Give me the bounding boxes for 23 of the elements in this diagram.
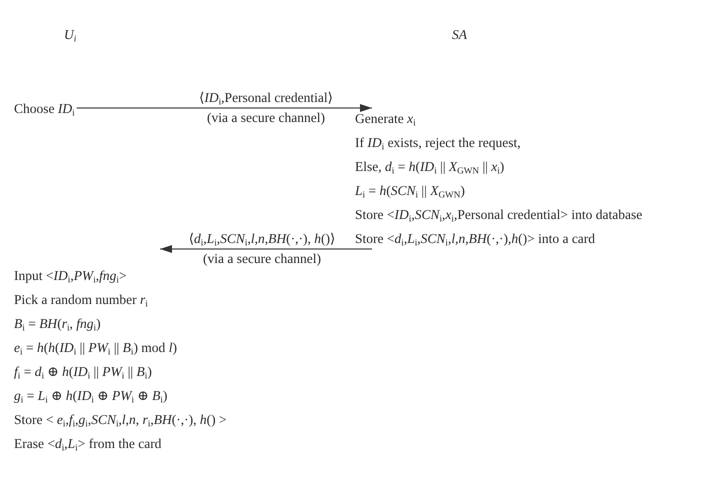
protocol-step: Erase <d$_{i}$,L$_{i}$> from the card — [14, 435, 162, 452]
protocol-step: If ID$_{i}$ exists, reject the request, — [355, 134, 521, 151]
protocol-step: Else, d$_{i}$ = h(ID$_{i}$ || X$_{GWN}$ || x$_{i}$) — [355, 158, 504, 175]
participant-label: SA — [452, 26, 467, 43]
protocol-step: Store <d$_{i}$,L$_{i}$,SCN$_{i}$,l,n,BH(·,·),h()> into a card — [355, 230, 596, 247]
channel-note: (via a secure channel) — [202, 251, 322, 267]
message-arrow — [76, 104, 372, 112]
protocol-step: Pick a random number r$_{i}$ — [14, 291, 148, 308]
protocol-step: Input <ID$_{i}$,PW$_{i}$,fng$_{i}$> — [14, 267, 127, 284]
channel-note: (via a secure channel) — [206, 110, 326, 126]
protocol-step: e$_{i}$ = h(h(ID$_{i}$ || PW$_{i}$ || B$_{i}$) mod l) — [14, 339, 177, 356]
message-arrow — [160, 245, 372, 253]
participant-label: U$_{i}$ — [64, 26, 76, 43]
message-label: ⟨ID$_{i}$,Personal credential⟩ — [199, 90, 333, 106]
protocol-step: Generate x$_{i}$ — [355, 110, 416, 127]
protocol-step: g$_{i}$ = L$_{i}$ ⊕ h(ID$_{i}$ ⊕ PW$_{i}$ ⊕ B$_{i}$) — [14, 387, 168, 404]
protocol-step: Store < e$_{i}$,f$_{i}$,g$_{i}$,SCN$_{i}$,l,n, r$_{i}$,BH(·,·), h() > — [14, 411, 227, 428]
protocol-step: Store <ID$_{i}$,SCN$_{i}$,x$_{i}$,Personal credential> into database — [355, 206, 642, 223]
protocol-step: Choose ID$_{i}$ — [14, 100, 75, 117]
protocol-step: L$_{i}$ = h(SCN$_{i}$ || X$_{GWN}$) — [355, 182, 465, 199]
message-label: ⟨d$_{i}$,L$_{i}$,SCN$_{i}$,l,n,BH(·,·), h()⟩ — [188, 231, 336, 247]
protocol-step: B$_{i}$ = BH(r$_{i}$, fng$_{i}$) — [14, 315, 101, 332]
protocol-step: f$_{i}$ = d$_{i}$ ⊕ h(ID$_{i}$ || PW$_{i}$ || B$_{i}$) — [14, 363, 152, 380]
